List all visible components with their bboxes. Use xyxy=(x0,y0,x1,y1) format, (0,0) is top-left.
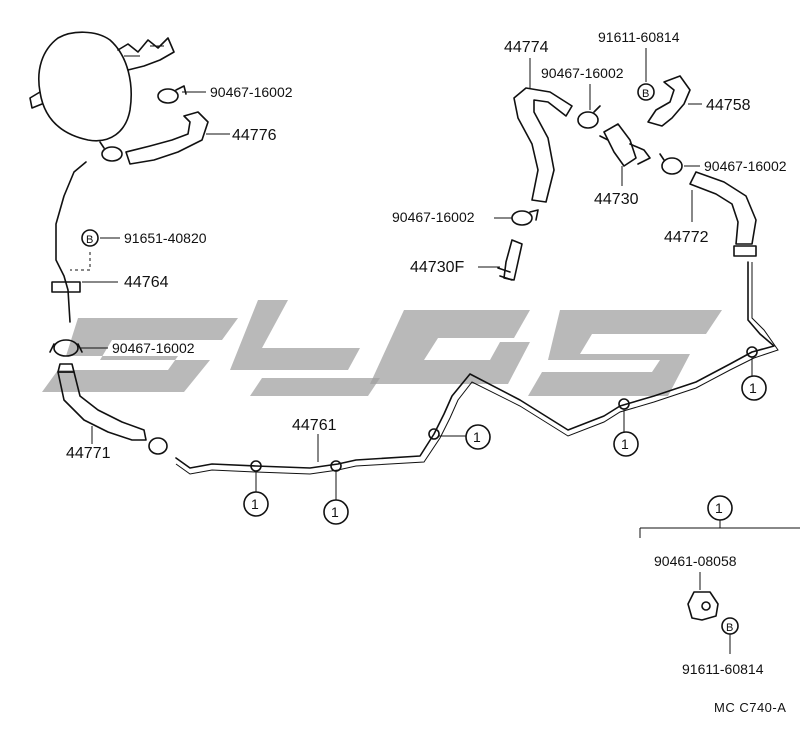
svg-text:1: 1 xyxy=(473,429,481,445)
part-label-44776: 44776 xyxy=(232,127,277,144)
hose-44772 xyxy=(689,171,757,245)
svg-text:1: 1 xyxy=(715,500,723,516)
part-label-44774: 44774 xyxy=(504,39,549,56)
svg-text:1: 1 xyxy=(749,380,757,396)
clip-marker: 1 xyxy=(428,424,491,450)
clamp-90461-08058 xyxy=(687,591,719,621)
clip-marker: 1 xyxy=(741,346,767,401)
bolt-91651-40820: B xyxy=(70,229,99,271)
clamp-90467-top-mid xyxy=(577,105,601,129)
svg-text:B: B xyxy=(726,622,733,634)
svg-text:1: 1 xyxy=(251,496,259,512)
part-label-91611-60814-top: 91611-60814 xyxy=(598,29,680,45)
svg-text:1: 1 xyxy=(621,436,629,452)
pipe-44764 xyxy=(51,161,87,323)
clamp-detail-callout: 1 xyxy=(639,495,800,538)
bracket-44758 xyxy=(647,75,691,127)
clamp-90467-right xyxy=(659,153,683,175)
part-label-90461-08058: 90461-08058 xyxy=(654,553,737,569)
fitting-44730F xyxy=(497,239,523,281)
part-label-44730F: 44730F xyxy=(410,259,464,276)
part-label-44771: 44771 xyxy=(66,445,111,462)
part-label-90467-16002-top: 90467-16002 xyxy=(541,65,624,81)
part-label-44764: 44764 xyxy=(124,274,169,291)
part-label-44758: 44758 xyxy=(706,97,751,114)
part-label-90467-16002-left: 90467-16002 xyxy=(112,340,195,356)
part-label-44772: 44772 xyxy=(664,229,709,246)
hose-44771 xyxy=(57,363,147,441)
hose-44774 xyxy=(513,87,573,203)
vsv-valve-44730 xyxy=(599,123,651,167)
part-label-90467-16002-right: 90467-16002 xyxy=(704,158,787,174)
part-label-90467-16002-mid: 90467-16002 xyxy=(392,209,475,225)
part-label-44761: 44761 xyxy=(292,417,337,434)
clip-marker: 1 xyxy=(323,460,349,525)
clip-marker: 1 xyxy=(243,460,269,517)
clamp-hose-44776 xyxy=(99,141,123,162)
bolt-91611-60814-top: B xyxy=(637,83,655,101)
clamp-hose-44774 xyxy=(511,209,539,226)
brake-booster xyxy=(29,31,175,142)
reference-code: MC C740-A xyxy=(714,700,786,715)
part-label-44730: 44730 xyxy=(594,191,639,208)
pipe-44761 xyxy=(175,261,779,475)
hose-44776 xyxy=(125,111,209,165)
clamp-hose-44771 xyxy=(148,437,168,455)
clamp-hose-44772 xyxy=(733,245,757,257)
watermark-logo xyxy=(42,300,722,396)
part-label-91611-60814-bottom: 91611-60814 xyxy=(682,661,764,677)
svg-text:B: B xyxy=(642,88,649,100)
clip-marker: 1 xyxy=(613,398,639,457)
clamp-90467-top-left xyxy=(157,85,187,104)
part-label-90467-16002: 90467-16002 xyxy=(210,84,293,100)
bolt-91611-60814-bottom: B xyxy=(721,617,739,635)
svg-text:1: 1 xyxy=(331,504,339,520)
svg-text:B: B xyxy=(86,234,93,246)
part-label-91651-40820: 91651-40820 xyxy=(124,230,207,246)
